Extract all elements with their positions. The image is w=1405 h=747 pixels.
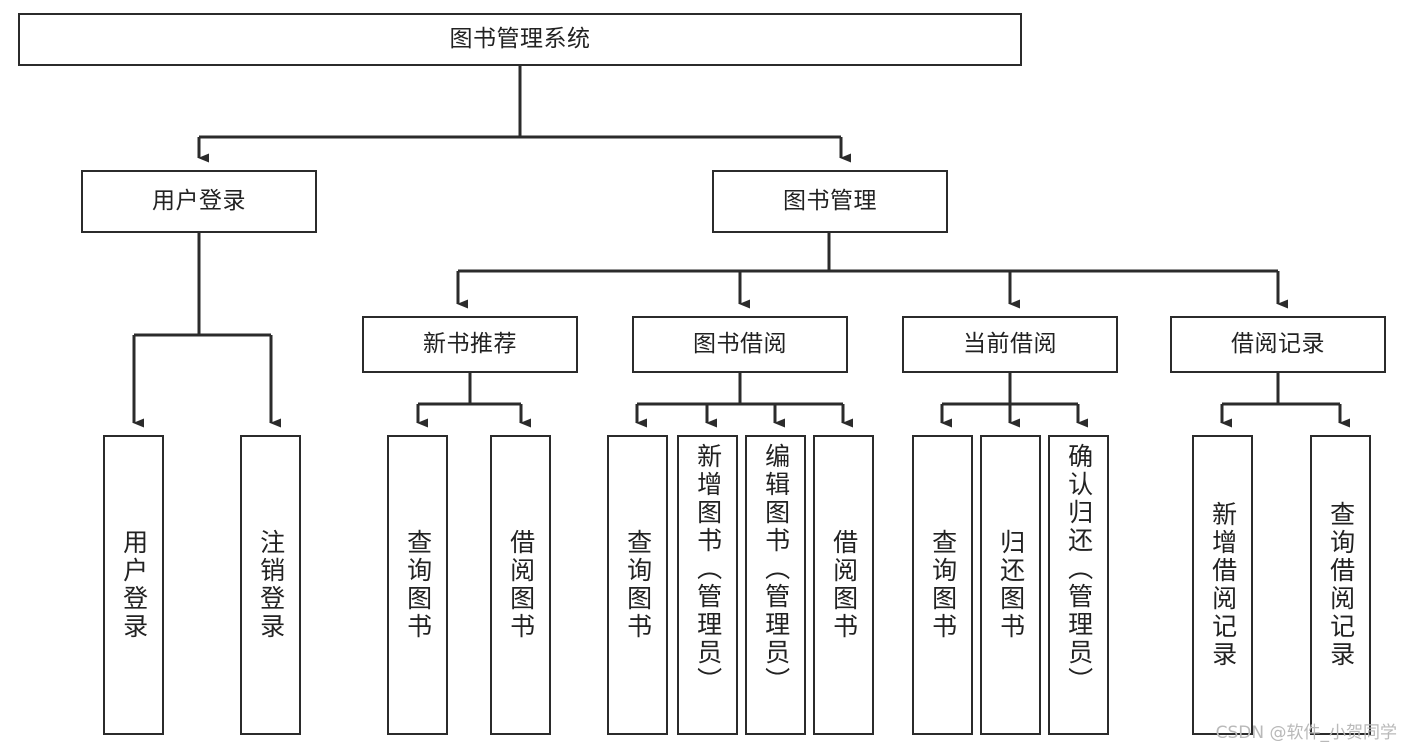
node-label: 新书推荐 <box>423 330 517 357</box>
leaf-borrow-book-2[interactable]: 借阅图书 <box>813 435 874 735</box>
node-label: 图书管理 <box>783 187 877 214</box>
node-label: 新增借阅记录 <box>1208 501 1238 669</box>
leaf-return-book[interactable]: 归还图书 <box>980 435 1041 735</box>
node-user-login[interactable]: 用户登录 <box>81 170 317 233</box>
node-label: 查询图书 <box>928 529 958 641</box>
node-label: 用户登录 <box>119 529 149 641</box>
node-root-system[interactable]: 图书管理系统 <box>18 13 1022 66</box>
node-label: 图书管理系统 <box>449 25 591 52</box>
node-label: 借阅记录 <box>1231 330 1325 357</box>
node-label: 用户登录 <box>152 187 246 214</box>
node-current-borrow[interactable]: 当前借阅 <box>902 316 1118 373</box>
leaf-query-borrow-record[interactable]: 查询借阅记录 <box>1310 435 1371 735</box>
leaf-logout-login[interactable]: 注销登录 <box>240 435 301 735</box>
leaf-edit-book-admin[interactable]: 编辑图书（管理员） <box>745 435 806 735</box>
node-label: 查询图书 <box>403 529 433 641</box>
node-label: 编辑图书（管理员） <box>761 443 791 695</box>
node-new-book-recommend[interactable]: 新书推荐 <box>362 316 578 373</box>
node-label: 查询借阅记录 <box>1326 501 1356 669</box>
leaf-query-book-1[interactable]: 查询图书 <box>387 435 448 735</box>
leaf-confirm-return-admin[interactable]: 确认归还（管理员） <box>1048 435 1109 735</box>
node-label: 查询图书 <box>623 529 653 641</box>
node-borrow-record[interactable]: 借阅记录 <box>1170 316 1386 373</box>
leaf-add-borrow-record[interactable]: 新增借阅记录 <box>1192 435 1253 735</box>
leaf-query-book-3[interactable]: 查询图书 <box>912 435 973 735</box>
node-book-manage[interactable]: 图书管理 <box>712 170 948 233</box>
node-label: 注销登录 <box>256 529 286 641</box>
csdn-watermark: CSDN @软件_小贺同学 <box>1215 723 1397 743</box>
node-label: 归还图书 <box>996 529 1026 641</box>
node-label: 当前借阅 <box>963 330 1057 357</box>
leaf-borrow-book-1[interactable]: 借阅图书 <box>490 435 551 735</box>
node-label: 确认归还（管理员） <box>1064 443 1094 695</box>
node-label: 图书借阅 <box>693 330 787 357</box>
node-label: 借阅图书 <box>829 529 859 641</box>
node-label: 新增图书（管理员） <box>693 443 723 695</box>
node-label: 借阅图书 <box>506 529 536 641</box>
node-book-borrow[interactable]: 图书借阅 <box>632 316 848 373</box>
leaf-add-book-admin[interactable]: 新增图书（管理员） <box>677 435 738 735</box>
leaf-query-book-2[interactable]: 查询图书 <box>607 435 668 735</box>
leaf-user-login[interactable]: 用户登录 <box>103 435 164 735</box>
